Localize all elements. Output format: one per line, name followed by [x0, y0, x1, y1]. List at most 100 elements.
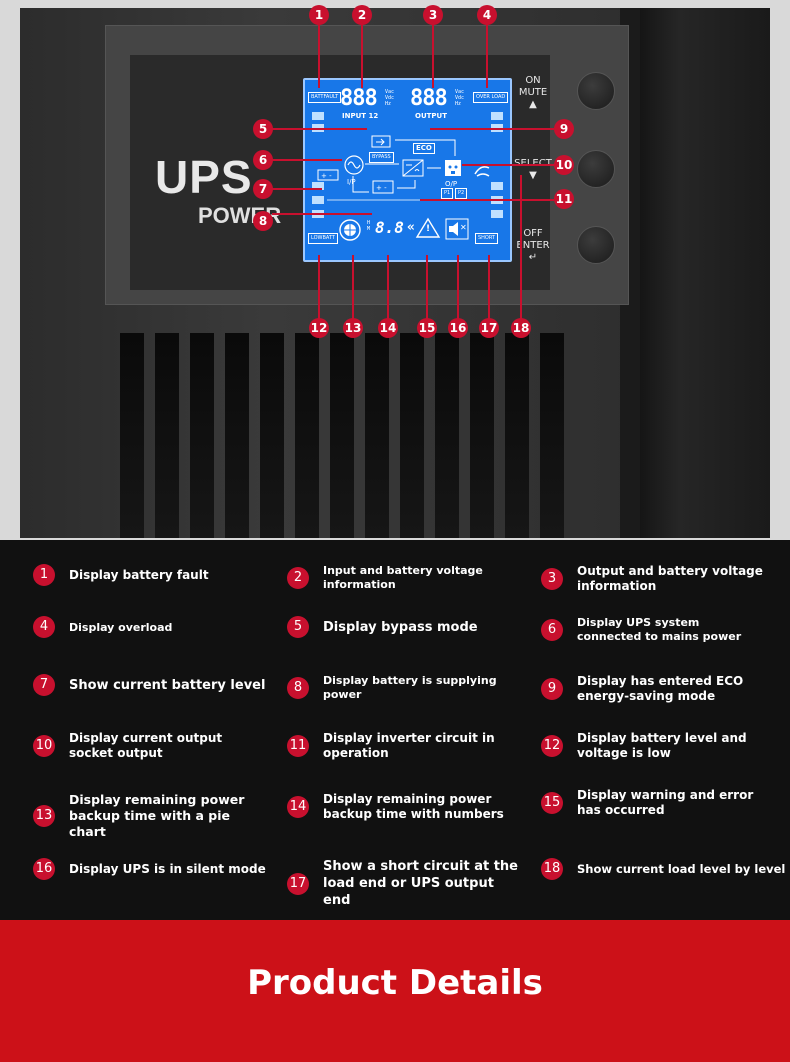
marker-2: 2: [352, 5, 372, 25]
legend-number: 2: [287, 567, 309, 589]
legend-text: Show current battery level: [69, 677, 266, 693]
marker-10: 10: [554, 155, 574, 175]
legend-item-15: 15 Display warning and error has occurre…: [541, 788, 786, 818]
output-socket-icon: [445, 160, 461, 176]
marker-5: 5: [253, 119, 273, 139]
marker-17: 17: [479, 318, 499, 338]
off-enter-label: OFF ENTER ↵: [510, 228, 556, 264]
lcd-input-units: Vac Vdc Hz: [385, 89, 394, 107]
legend-panel: 1 Display battery fault 2 Input and batt…: [0, 545, 790, 920]
legend-number: 9: [541, 678, 563, 700]
legend-item-13: 13 Display remaining power backup time w…: [33, 792, 273, 840]
legend-item-18: 18 Show current load level by level: [541, 858, 786, 880]
battery-level-icon: + -: [317, 169, 339, 181]
marker-11: 11: [554, 189, 574, 209]
lcd-p2-label: P2: [455, 188, 468, 199]
lcd-battfault-indicator: BATTFAULT: [308, 92, 342, 103]
off-enter-button[interactable]: [577, 226, 615, 264]
lcd-output-unit-vac: Vac: [455, 89, 465, 95]
lcd-time-unit-h: H: [367, 220, 371, 226]
legend-number: 18: [541, 858, 563, 880]
svg-text:+ -: + -: [376, 184, 387, 192]
on-mute-button[interactable]: [577, 72, 615, 110]
warning-icon: [415, 217, 441, 238]
lcd-time-units: H M: [367, 220, 370, 232]
legend-text: Show a short circuit at the load end or …: [323, 859, 518, 908]
vent-slot: [295, 333, 319, 538]
legend-number: 6: [541, 619, 563, 641]
marker-9: 9: [554, 119, 574, 139]
logo-ups-text: UPS: [155, 151, 253, 203]
leader-line-16: [457, 255, 459, 319]
lcd-time-unit-m: M: [367, 226, 371, 232]
select-button[interactable]: [577, 150, 615, 188]
legend-text: Display battery is supplying power: [323, 674, 497, 701]
vent-slot: [155, 333, 179, 538]
leader-line-5: [272, 128, 367, 130]
legend-item-14: 14 Display remaining power backup time w…: [287, 792, 527, 822]
leader-line-2: [361, 24, 363, 88]
leader-line-9: [430, 128, 554, 130]
leader-line-13: [352, 255, 354, 319]
vent-slot: [540, 333, 564, 538]
battery-supply-icon: + -: [372, 180, 394, 194]
legend-item-4: 4 Display overload: [33, 616, 273, 638]
marker-8: 8: [253, 211, 273, 231]
lcd-ip-label: I/P: [347, 178, 356, 186]
legend-text: Display overload: [69, 620, 173, 634]
leader-line-10: [462, 164, 554, 166]
lcd-backup-time-digits: 8.8: [375, 218, 404, 237]
lcd-input-label: INPUT 12: [342, 112, 379, 120]
off-label: OFF: [523, 228, 543, 239]
leader-line-17: [488, 255, 490, 319]
up-arrow-icon: ▲: [529, 99, 537, 110]
vent-slot: [225, 333, 249, 538]
marker-1: 1: [309, 5, 329, 25]
legend-number: 3: [541, 568, 563, 590]
legend-number: 1: [33, 564, 55, 586]
legend-number: 15: [541, 792, 563, 814]
leader-line-11: [420, 199, 554, 201]
footer-title: Product Details: [247, 963, 543, 1003]
vent-slot: [365, 333, 389, 538]
legend-number: 10: [33, 735, 55, 757]
legend-text: Show current load level by level: [577, 862, 786, 876]
lcd-warning-glyph: !: [426, 224, 431, 234]
legend-text: Display bypass mode: [323, 619, 478, 635]
legend-text: Display has entered ECO energy-saving mo…: [577, 674, 744, 703]
legend-number: 11: [287, 735, 309, 757]
marker-13: 13: [343, 318, 363, 338]
footer-banner: Product Details: [0, 920, 790, 1062]
marker-18: 18: [511, 318, 531, 338]
legend-item-6: 6 Display UPS system connected to mains …: [541, 616, 786, 644]
lcd-flow-lines: [327, 139, 495, 201]
marker-3: 3: [423, 5, 443, 25]
leader-line-1: [318, 24, 320, 88]
ups-side-body: [640, 8, 770, 538]
leader-line-4: [486, 24, 488, 88]
legend-text: Display UPS system connected to mains po…: [577, 616, 742, 643]
legend-item-17: 17 Show a short circuit at the load end …: [287, 858, 527, 909]
legend-text: Display battery level and voltage is low: [577, 731, 747, 760]
ac-mains-icon: [344, 155, 364, 175]
marker-12: 12: [309, 318, 329, 338]
legend-text: Output and battery voltage information: [577, 564, 763, 593]
legend-item-10: 10 Display current output socket output: [33, 731, 273, 761]
legend-text: Input and battery voltage information: [323, 564, 483, 591]
legend-number: 5: [287, 616, 309, 638]
legend-number: 14: [287, 796, 309, 818]
enter-arrow-icon: ↵: [528, 252, 538, 263]
legend-item-2: 2 Input and battery voltage information: [287, 564, 527, 592]
leader-line-15: [426, 255, 428, 319]
legend-text: Display warning and error has occurred: [577, 788, 754, 817]
lcd-unit-vdc: Vdc: [385, 95, 395, 101]
select-label: SELECT ▼: [510, 158, 556, 182]
legend-number: 13: [33, 805, 55, 827]
lcd-output-unit-vdc: Vdc: [455, 95, 465, 101]
leader-line-3: [432, 24, 434, 88]
bypass-icon: [371, 135, 391, 148]
lcd-bypass-label: BYPASS: [369, 152, 394, 163]
lcd-unit-hz: Hz: [385, 101, 392, 107]
lcd-p1-label: P1: [441, 188, 454, 199]
vent-slot: [190, 333, 214, 538]
